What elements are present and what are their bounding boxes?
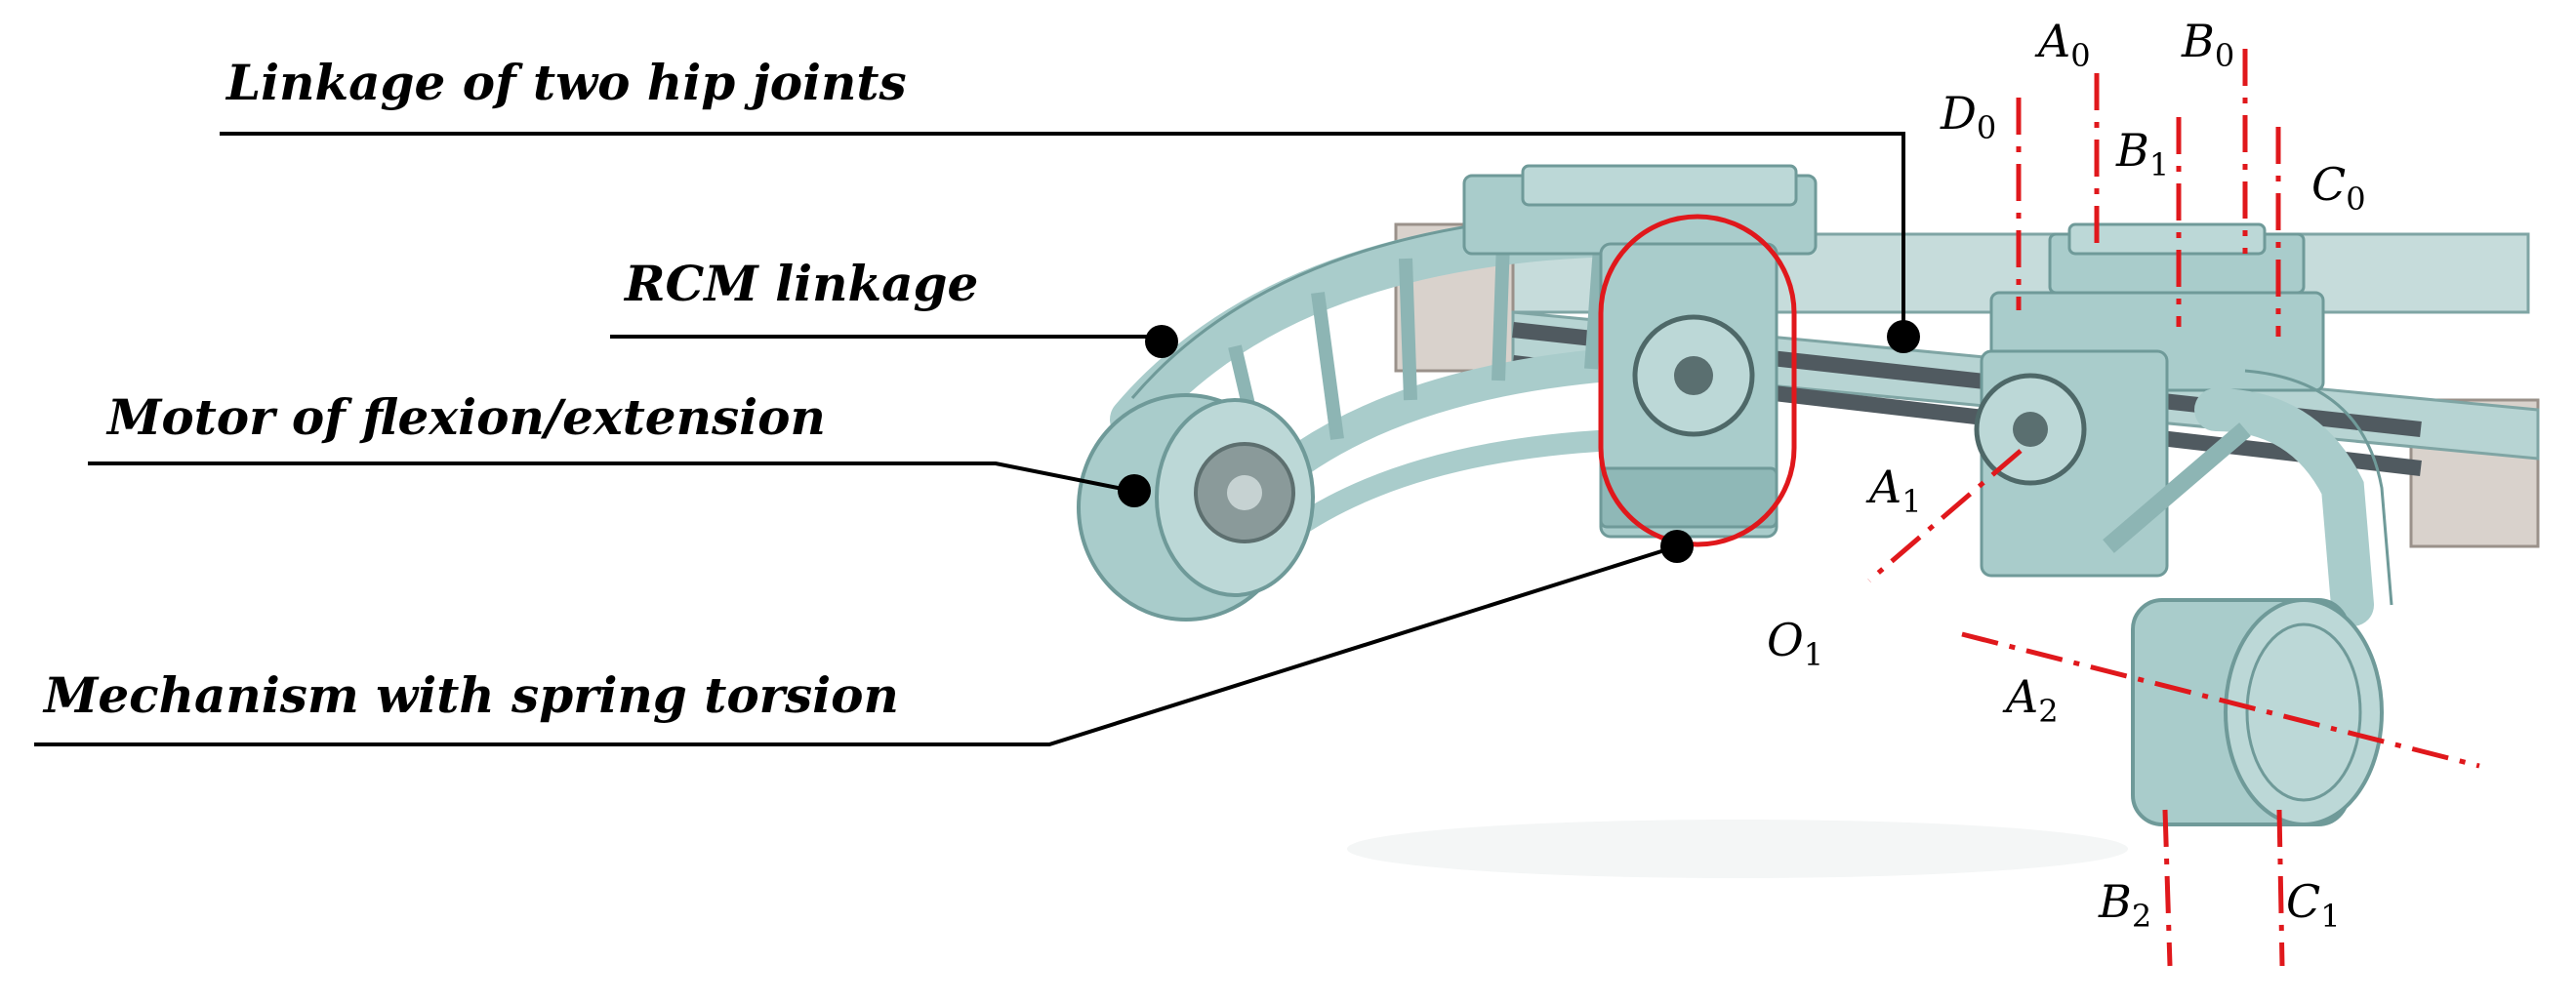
left-motor-center xyxy=(1227,475,1262,510)
right-arc xyxy=(2194,388,2374,626)
right-joint-hub xyxy=(2013,412,2048,447)
leader-dots xyxy=(1118,320,1920,563)
axis-lines xyxy=(1867,49,2480,967)
leader-spring xyxy=(34,544,1678,746)
callout-motor: Motor of flexion/extension xyxy=(105,388,826,446)
dot-motor xyxy=(1118,474,1151,507)
label-b2: B2 xyxy=(2098,875,2151,935)
label-c0: C0 xyxy=(2311,158,2366,218)
dot-spring xyxy=(1660,530,1694,563)
leader-motor xyxy=(88,461,1133,493)
center-upper-bracket-top xyxy=(1521,164,1798,207)
label-b0: B0 xyxy=(2181,15,2234,74)
dot-linkage-hip xyxy=(1887,320,1920,353)
right-arc-edge xyxy=(2244,369,2393,606)
spring-highlight-outline xyxy=(1598,214,1797,547)
right-motor-face xyxy=(2224,598,2384,826)
rcm-arc-ribs xyxy=(1228,233,1608,495)
mechanism-illustration xyxy=(1077,164,2540,878)
label-d0: D0 xyxy=(1940,87,1996,146)
label-b1: B1 xyxy=(2115,124,2169,183)
center-lower-bracket xyxy=(1599,466,1779,529)
dot-rcm xyxy=(1145,325,1178,358)
label-a0: A0 xyxy=(2034,15,2091,74)
label-a2: A2 xyxy=(2002,670,2059,730)
axis-a2 xyxy=(1961,631,2480,769)
label-o1: O1 xyxy=(1767,614,1823,673)
right-upper-bracket-top xyxy=(2067,222,2267,256)
callout-rcm: RCM linkage xyxy=(623,255,978,312)
spring-hub xyxy=(1674,356,1713,395)
callout-spring: Mechanism with spring torsion xyxy=(42,666,899,724)
leader-linkage-hip xyxy=(220,132,1905,337)
right-arc-strut xyxy=(2103,422,2251,553)
label-a1: A1 xyxy=(1865,461,1922,520)
right-motor-rim xyxy=(2245,622,2362,802)
leader-lines xyxy=(34,132,1905,746)
label-c1: C1 xyxy=(2286,875,2341,935)
axis-c1 xyxy=(2276,809,2285,967)
callout-linkage-hip: Linkage of two hip joints xyxy=(225,54,907,111)
ground-shadow xyxy=(1347,820,2128,878)
axis-a1 xyxy=(1867,449,2023,582)
axis-b2 xyxy=(2162,809,2173,967)
